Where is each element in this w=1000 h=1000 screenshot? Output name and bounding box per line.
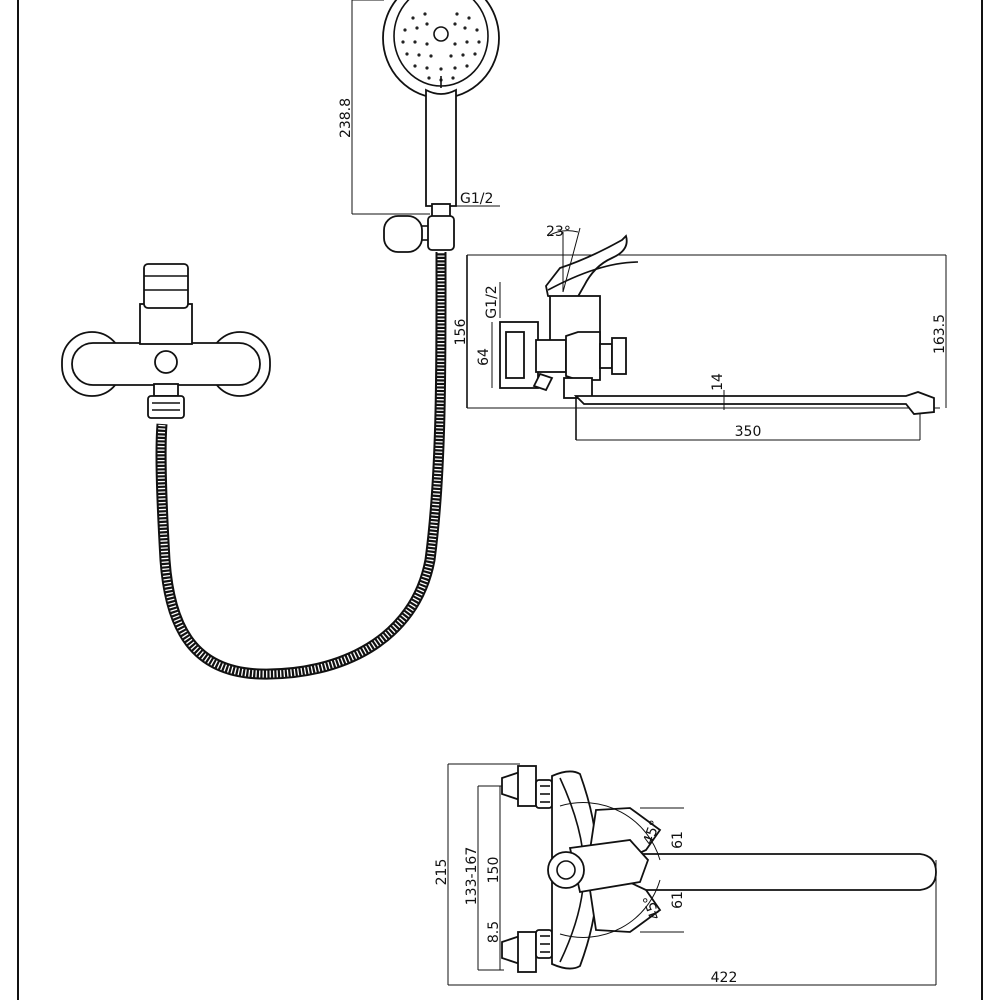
- front-view: 238.8 G1/2: [61, 0, 500, 680]
- hand-shower-head: [382, 0, 500, 207]
- dim-spout-length: 350: [576, 424, 920, 441]
- side-view: 23° G1/2 156 64: [453, 224, 948, 441]
- plan-body: [547, 770, 937, 970]
- label-body-height: 156: [453, 319, 469, 346]
- label-rotation-angle-upper: 45°: [640, 818, 664, 847]
- eccentric-connector-lower: [501, 929, 553, 973]
- side-lever: 23°: [545, 224, 639, 301]
- label-spout-length: 350: [735, 424, 762, 440]
- label-arc-upper: 61: [670, 831, 686, 849]
- eccentric-connector-upper: [501, 765, 553, 809]
- mixer-body-front: [61, 263, 271, 419]
- label-plan-width: 422: [711, 970, 738, 986]
- dim-total-height: 163.5: [932, 255, 948, 408]
- side-spout: [573, 391, 935, 440]
- shower-holder: [383, 203, 455, 253]
- dim-body-height: 156: [453, 319, 469, 346]
- dim-connection-width: 64: [476, 322, 493, 388]
- label-arc-lower: 61: [670, 891, 686, 909]
- label-eccentric-offset: 8.5: [486, 921, 502, 943]
- shower-hose: [155, 251, 447, 680]
- label-body-thread: G1/2: [484, 285, 500, 318]
- spray-nozzles: [401, 12, 481, 82]
- label-plan-depth: 215: [434, 859, 450, 886]
- label-rotation-angle-lower: 45°: [640, 893, 664, 922]
- label-connection-width: 64: [476, 348, 492, 366]
- dim-shower-height: 238.8: [338, 0, 430, 215]
- side-body: [499, 295, 627, 399]
- plan-view: 215 133-167 150 8.5 45° 45° 61 61 422: [434, 763, 937, 986]
- label-shower-height: 238.8: [338, 98, 354, 138]
- label-centre-range: 133-167: [464, 847, 480, 906]
- label-hose-thread: G1/2: [460, 191, 493, 207]
- label-lever-angle: 23°: [546, 224, 571, 240]
- dim-body-thread: G1/2: [484, 282, 501, 319]
- dim-hose-thread: G1/2: [454, 191, 500, 207]
- label-spout-thickness: 14: [710, 373, 726, 391]
- label-centre-nominal: 150: [486, 857, 502, 884]
- dim-spout-thickness: 14: [710, 373, 726, 410]
- label-total-height: 163.5: [932, 314, 948, 354]
